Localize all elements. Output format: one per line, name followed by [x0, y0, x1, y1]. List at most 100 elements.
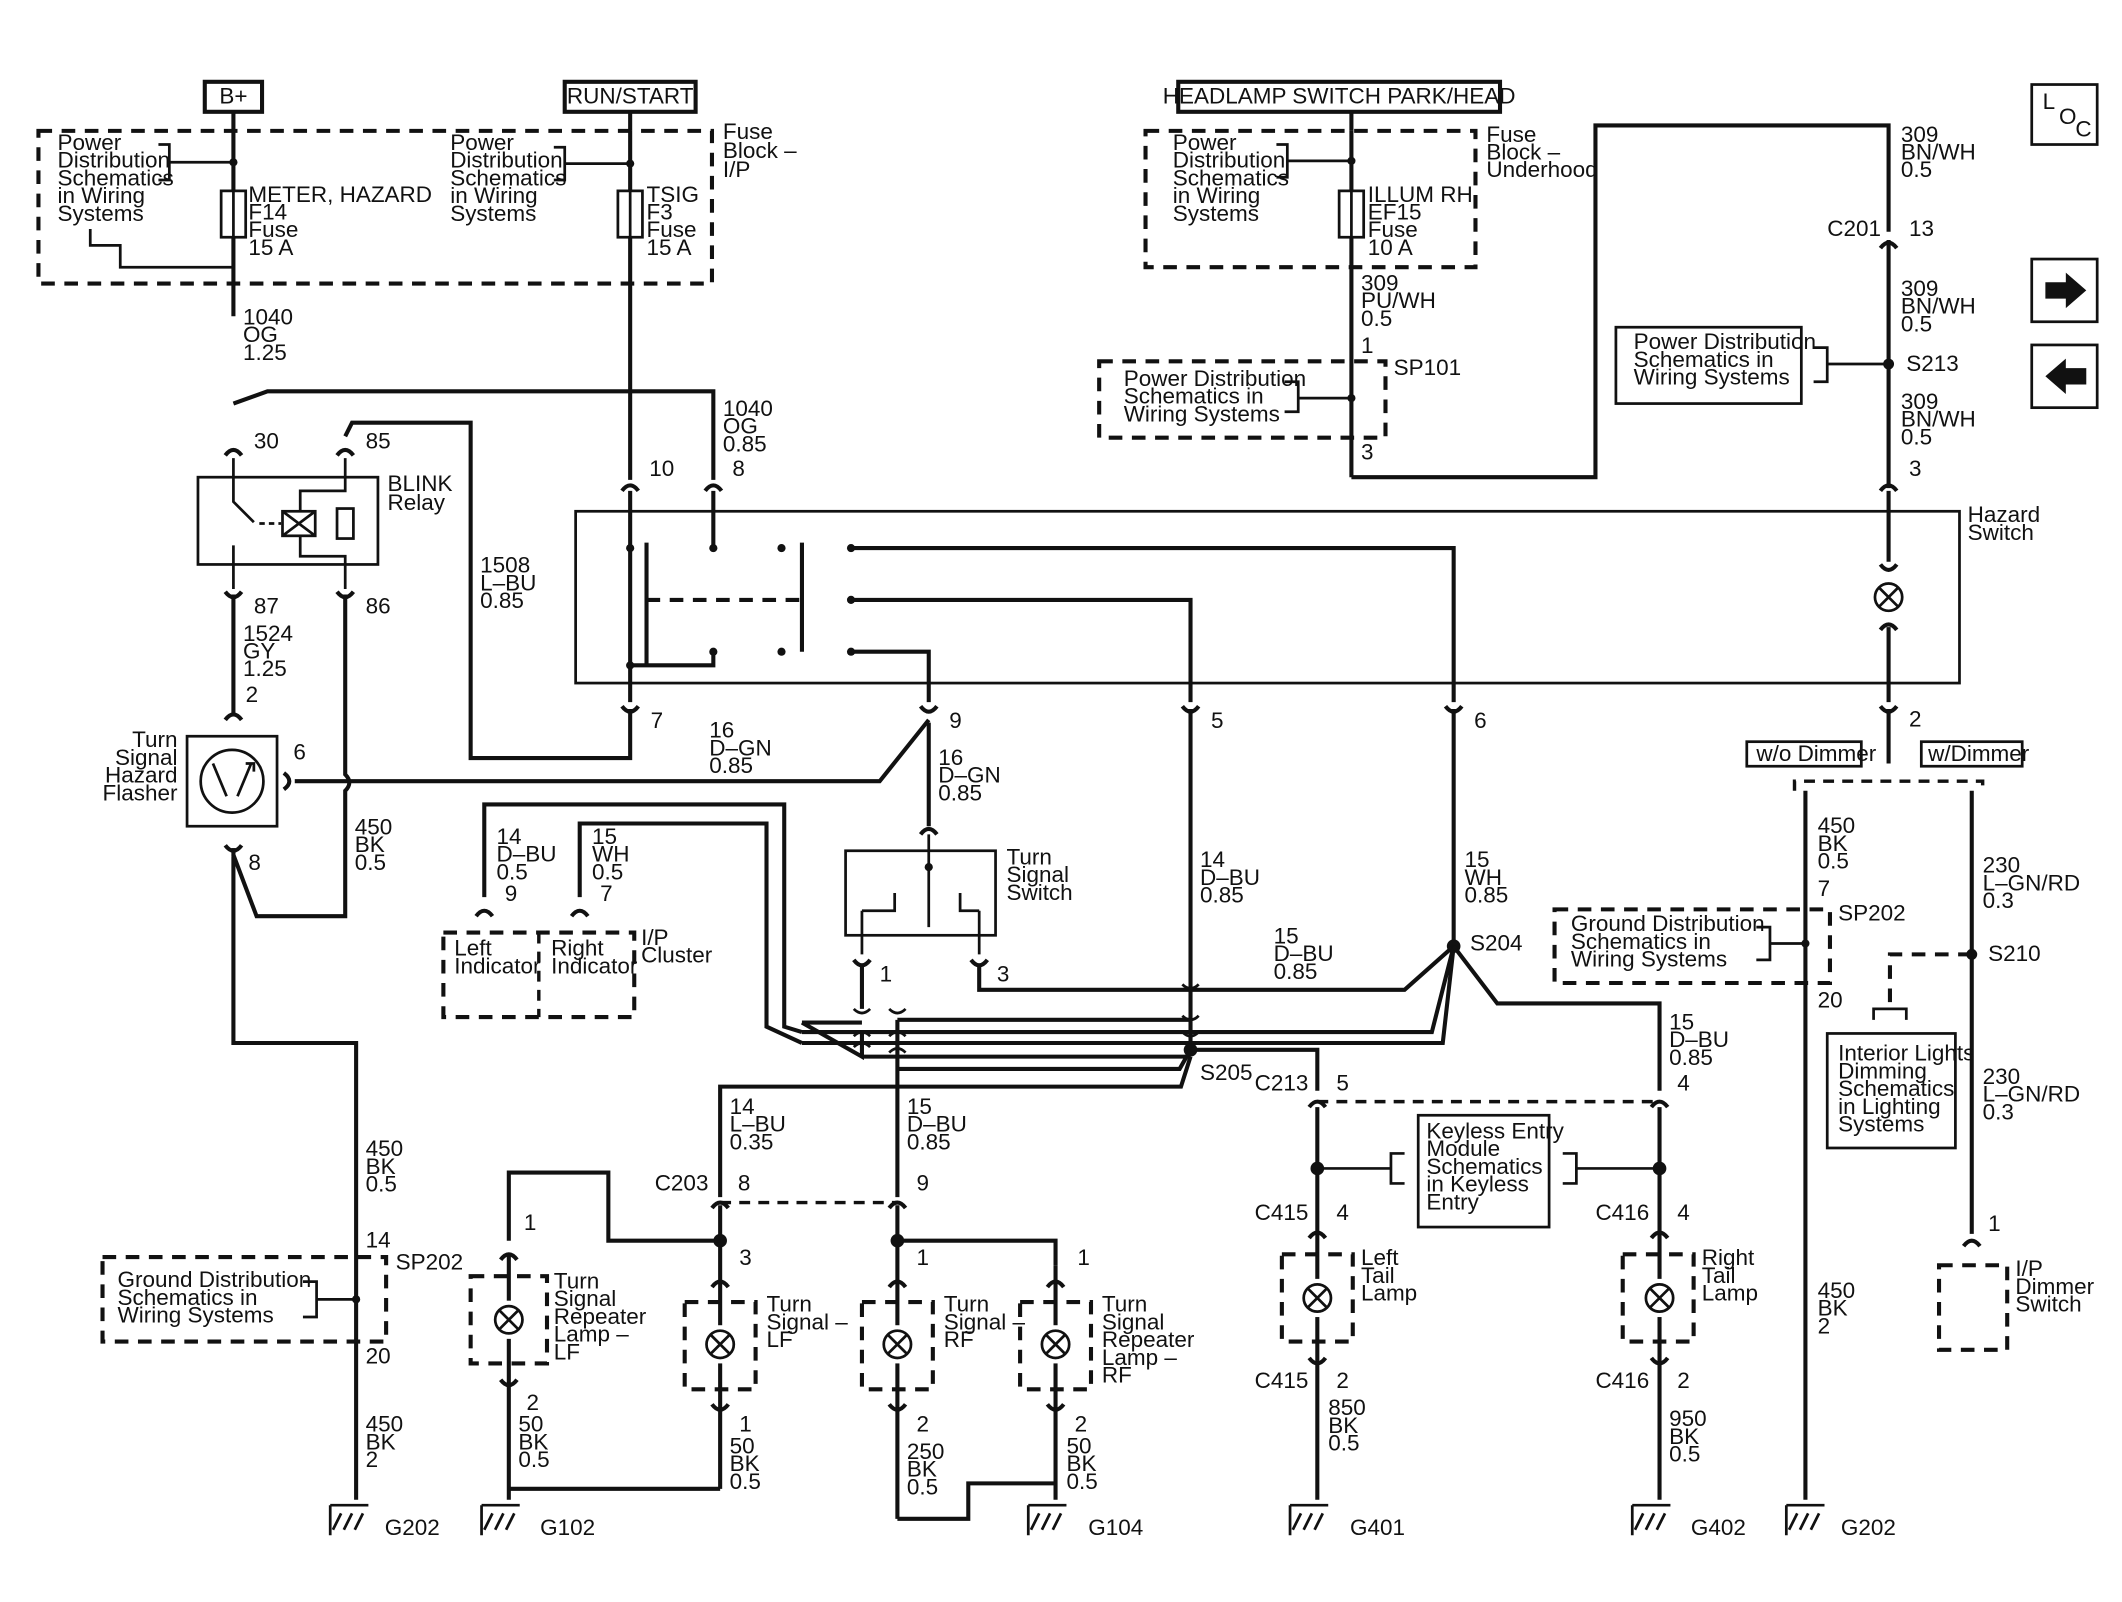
c213-keyless: C213 5 4 Keyless Entry Module Schematics… — [1255, 1071, 1690, 1500]
fuse-block-underhood: Fuse Block – Underhood Power Distributio… — [1143, 122, 1598, 270]
turn-signal-rf: 1 Turn Signal – RF 2 250 BK 0.5 — [859, 1245, 1056, 1521]
arrow-right-icon[interactable] — [2030, 257, 2099, 324]
svg-text:86: 86 — [366, 594, 391, 619]
c203-front-lamps: 14 L–BU 0.35 15 D–BU 0.85 C203 8 9 — [506, 1094, 1058, 1519]
svg-text:L: L — [2043, 89, 2056, 114]
svg-text:Lamp –: Lamp – — [554, 1322, 629, 1347]
headlamp-switch-label: HEADLAMP SWITCH PARK/HEAD — [1163, 84, 1516, 109]
svg-text:9: 9 — [505, 881, 518, 906]
svg-text:2: 2 — [916, 1412, 929, 1437]
svg-text:F3: F3 — [647, 200, 673, 225]
svg-text:BK: BK — [518, 1429, 548, 1454]
svg-text:RF: RF — [944, 1327, 974, 1352]
svg-text:5: 5 — [1211, 708, 1224, 733]
svg-text:C416: C416 — [1595, 1368, 1649, 1393]
svg-text:in Wiring: in Wiring — [1173, 183, 1260, 208]
run-start-label: RUN/START — [567, 84, 694, 109]
svg-text:0.5: 0.5 — [1901, 157, 1932, 182]
svg-text:6: 6 — [293, 739, 306, 764]
svg-text:Schematics in: Schematics in — [1571, 929, 1711, 954]
headlamp-switch-source: HEADLAMP SWITCH PARK/HEAD — [1163, 79, 1516, 131]
svg-text:Schematics in: Schematics in — [1634, 347, 1774, 372]
svg-text:Power: Power — [1173, 130, 1237, 155]
svg-text:Interior Lights: Interior Lights — [1838, 1041, 1974, 1066]
svg-text:BK: BK — [1328, 1413, 1358, 1438]
svg-text:2: 2 — [1677, 1368, 1690, 1393]
svg-text:G402: G402 — [1691, 1515, 1746, 1540]
svg-text:8: 8 — [248, 850, 261, 875]
svg-text:OG: OG — [243, 322, 278, 347]
svg-text:10: 10 — [649, 456, 674, 481]
svg-text:309: 309 — [1901, 389, 1939, 414]
svg-text:RF: RF — [1102, 1362, 1132, 1387]
svg-text:1: 1 — [1077, 1245, 1090, 1270]
splice-sp101: 309 PU/WH 0.5 1 Power Distribution Schem… — [1097, 123, 1891, 480]
svg-text:in Keyless: in Keyless — [1426, 1172, 1528, 1197]
svg-text:1: 1 — [916, 1245, 929, 1270]
svg-text:BN/WH: BN/WH — [1901, 294, 1976, 319]
svg-text:Hazard: Hazard — [1968, 502, 2040, 527]
svg-text:1: 1 — [524, 1210, 537, 1235]
svg-text:4: 4 — [1677, 1200, 1690, 1225]
svg-text:0.5: 0.5 — [1361, 306, 1392, 331]
svg-text:Schematics in: Schematics in — [118, 1285, 258, 1310]
svg-text:15 A: 15 A — [647, 235, 692, 260]
ip-cluster: 14 D–BU 0.5 9 15 WH 0.5 7 Left Indicator… — [441, 802, 803, 1045]
svg-text:Signal –: Signal – — [944, 1309, 1026, 1334]
svg-text:Tail: Tail — [1361, 1263, 1395, 1288]
svg-text:14: 14 — [497, 824, 522, 849]
svg-text:Turn: Turn — [944, 1292, 989, 1317]
svg-text:Schematics: Schematics — [1173, 165, 1289, 190]
svg-text:Fuse: Fuse — [723, 119, 773, 144]
svg-text:Power Distribution: Power Distribution — [1124, 366, 1306, 391]
svg-text:1508: 1508 — [480, 553, 530, 578]
svg-text:0.85: 0.85 — [1465, 883, 1509, 908]
svg-text:2: 2 — [1909, 707, 1922, 732]
svg-text:0.3: 0.3 — [1983, 888, 2014, 913]
svg-text:WH: WH — [1465, 865, 1502, 890]
svg-text:4: 4 — [1336, 1200, 1349, 1225]
svg-text:D–BU: D–BU — [1274, 941, 1334, 966]
svg-text:50: 50 — [518, 1412, 543, 1437]
svg-text:450: 450 — [366, 1136, 404, 1161]
svg-text:15: 15 — [1274, 923, 1299, 948]
svg-text:Schematics: Schematics — [1838, 1076, 1954, 1101]
svg-text:1: 1 — [739, 1412, 752, 1437]
svg-text:Flasher: Flasher — [103, 780, 178, 805]
svg-text:Signal: Signal — [1102, 1309, 1165, 1334]
svg-text:Fuse: Fuse — [647, 217, 697, 242]
svg-text:D–BU: D–BU — [1200, 865, 1260, 890]
svg-text:0.85: 0.85 — [1669, 1045, 1713, 1070]
svg-text:D–BU: D–BU — [907, 1112, 967, 1137]
svg-text:LF: LF — [767, 1327, 793, 1352]
right-tail-lamp: C416 4 Right Tail Lamp C416 2 950 BK 0.5… — [1595, 1200, 1758, 1540]
svg-text:Signal: Signal — [115, 745, 178, 770]
bplus-source: B+ — [202, 79, 265, 131]
arrow-left-icon[interactable] — [2030, 343, 2099, 410]
svg-text:14: 14 — [1200, 847, 1225, 872]
svg-text:2: 2 — [366, 1447, 379, 1472]
svg-text:Entry: Entry — [1426, 1189, 1479, 1214]
svg-text:Underhood: Underhood — [1486, 157, 1597, 182]
dimmer-options: w/o Dimmer w/Dimmer 450 BK 0.5 7 Ground … — [1552, 708, 2095, 1540]
svg-text:0.85: 0.85 — [1274, 959, 1318, 984]
svg-text:Right: Right — [551, 936, 604, 961]
blink-relay: 1040 OG 1.25 1040 OG 0.85 30 85 1508 L–B… — [196, 304, 773, 919]
svg-text:Turn: Turn — [767, 1292, 812, 1317]
svg-text:Module: Module — [1426, 1136, 1500, 1161]
run-start-source: RUN/START — [562, 79, 698, 131]
svg-text:Fuse: Fuse — [248, 217, 298, 242]
svg-text:Indicator: Indicator — [454, 953, 541, 978]
svg-text:Distribution: Distribution — [58, 148, 170, 173]
svg-text:0.85: 0.85 — [907, 1129, 951, 1154]
svg-text:1040: 1040 — [243, 304, 293, 329]
svg-text:850: 850 — [1328, 1395, 1366, 1420]
svg-text:7: 7 — [600, 881, 613, 906]
svg-text:in Wiring: in Wiring — [58, 183, 145, 208]
svg-text:0.85: 0.85 — [1200, 883, 1244, 908]
loc-button[interactable]: L O C — [2030, 83, 2099, 146]
svg-text:C213: C213 — [1255, 1071, 1309, 1096]
svg-text:50: 50 — [730, 1433, 755, 1458]
svg-text:0.85: 0.85 — [709, 753, 753, 778]
turn-signal-lf: 3 Turn Signal – LF 1 50 BK 0.5 — [682, 1245, 848, 1494]
